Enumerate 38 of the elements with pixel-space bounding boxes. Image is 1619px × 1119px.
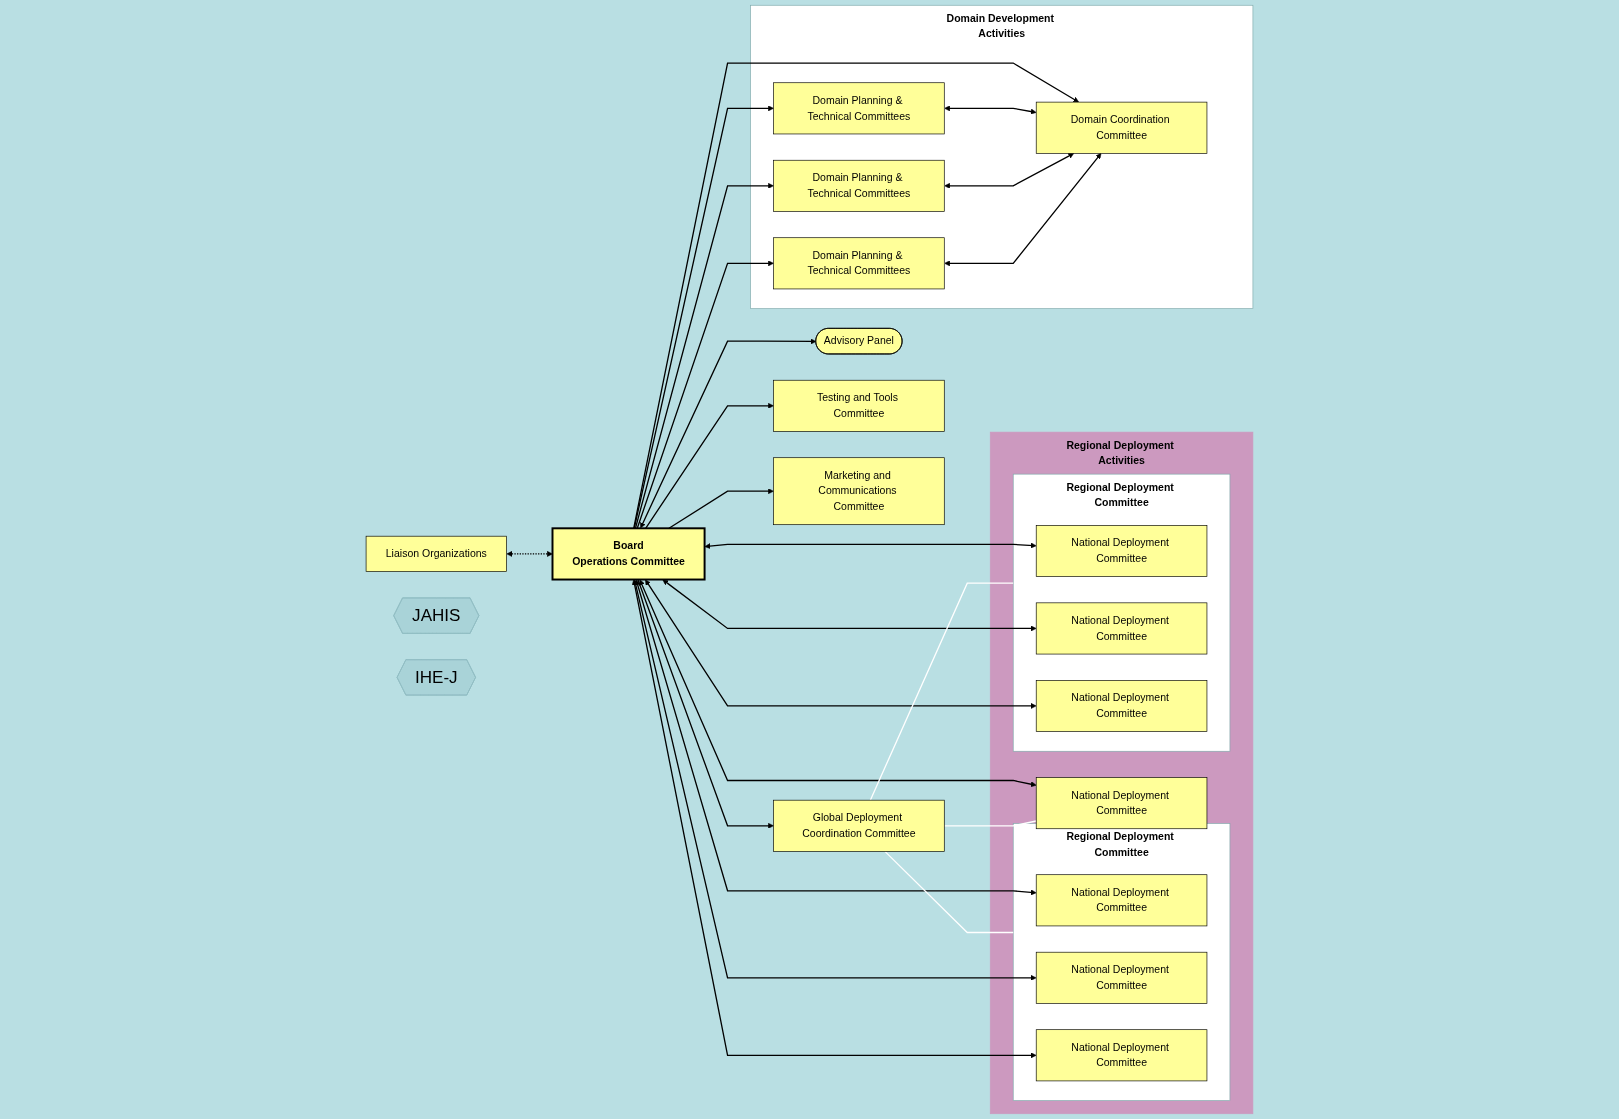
arrow xyxy=(633,62,1079,529)
node-box: National Deployment Committee xyxy=(1035,777,1208,830)
arrow xyxy=(632,579,1037,981)
arrow xyxy=(634,182,774,529)
arrow xyxy=(662,579,1037,632)
arrow xyxy=(944,153,1102,267)
node-box: National Deployment Committee xyxy=(1035,874,1208,927)
node-box: Domain Planning & Technical Committees xyxy=(773,237,945,290)
node-box: National Deployment Committee xyxy=(1035,951,1208,1004)
connector xyxy=(869,582,1014,801)
node-box: National Deployment Committee xyxy=(1035,680,1208,732)
arrow xyxy=(636,260,774,529)
arrow xyxy=(633,105,774,529)
arrow xyxy=(645,579,1037,709)
arrow xyxy=(506,551,553,557)
arrow xyxy=(704,542,1037,549)
node-box: Global Deployment Coordination Committee xyxy=(773,799,945,852)
node-box: Testing and Tools Committee xyxy=(773,379,945,432)
node-box: Liaison Organizations xyxy=(365,535,507,572)
node-box: National Deployment Committee xyxy=(1035,525,1208,577)
arrow xyxy=(645,402,774,529)
node-box: National Deployment Committee xyxy=(1035,602,1208,655)
node-box: Domain Coordination Committee xyxy=(1035,101,1208,154)
arrow xyxy=(637,578,774,829)
arrow xyxy=(631,579,1037,1059)
arrow xyxy=(944,105,1037,115)
node-box: Domain Planning & Technical Committees xyxy=(773,159,945,212)
node-box: National Deployment Committee xyxy=(1035,1029,1208,1082)
arrow xyxy=(668,488,774,529)
arrow xyxy=(639,579,1037,788)
node-box: Domain Planning & Technical Committees xyxy=(773,82,945,135)
arrow xyxy=(634,579,1037,896)
arrow xyxy=(944,153,1075,189)
node-box: Board Operations Committee xyxy=(551,527,706,581)
node-box: Marketing and Communications Committee xyxy=(773,457,945,526)
connector xyxy=(943,820,1037,827)
arrow xyxy=(640,338,817,529)
connector xyxy=(884,850,1014,934)
